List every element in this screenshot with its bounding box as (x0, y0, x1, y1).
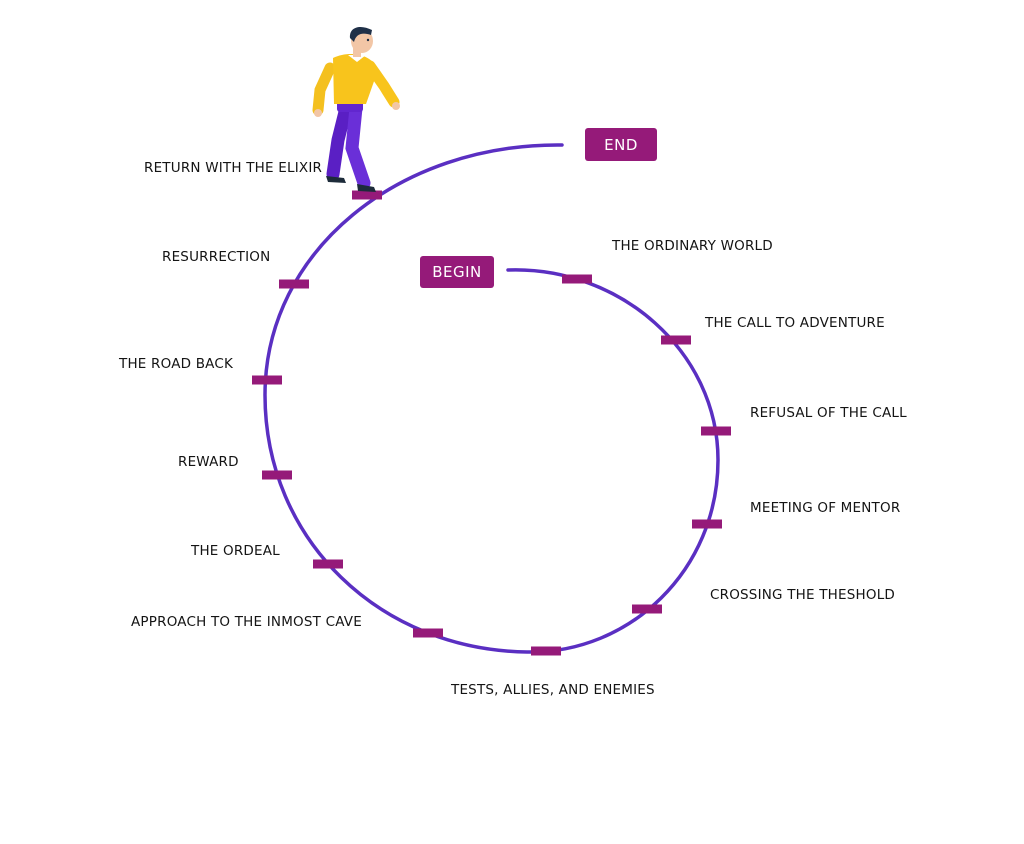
stage-label: THE CALL TO ADVENTURE (705, 315, 885, 331)
begin-badge: BEGIN (420, 256, 494, 288)
stage-label: REWARD (178, 454, 239, 470)
stage-markers (252, 190, 731, 656)
walking-man-icon (312, 26, 400, 192)
stage-label: TESTS, ALLIES, AND ENEMIES (451, 682, 655, 698)
stage-label: THE ORDEAL (191, 543, 280, 559)
stage-label: RETURN WITH THE ELIXIR (144, 160, 323, 176)
stage-marker (252, 375, 282, 385)
stage-label: RESURRECTION (162, 249, 271, 265)
stage-marker (531, 646, 561, 656)
stage-marker (279, 279, 309, 289)
stage-marker (262, 470, 292, 480)
stage-marker (562, 274, 592, 284)
stage-marker (632, 604, 662, 614)
stage-marker (692, 519, 722, 529)
stage-label: REFUSAL OF THE CALL (750, 405, 907, 421)
stage-marker (701, 426, 731, 436)
stage-marker (313, 559, 343, 569)
stage-label: CROSSING THE THESHOLD (710, 587, 896, 603)
stage-label: MEETING OF MENTOR (750, 500, 901, 516)
journey-path (263, 143, 720, 654)
stage-marker (661, 335, 691, 345)
stage-label: APPROACH TO THE INMOST CAVE (131, 614, 362, 630)
stage-marker (352, 190, 382, 200)
stage-label: THE ROAD BACK (119, 356, 234, 372)
stage-marker (413, 628, 443, 638)
stage-label: THE ORDINARY WORLD (612, 238, 773, 254)
end-badge: END (585, 128, 657, 161)
